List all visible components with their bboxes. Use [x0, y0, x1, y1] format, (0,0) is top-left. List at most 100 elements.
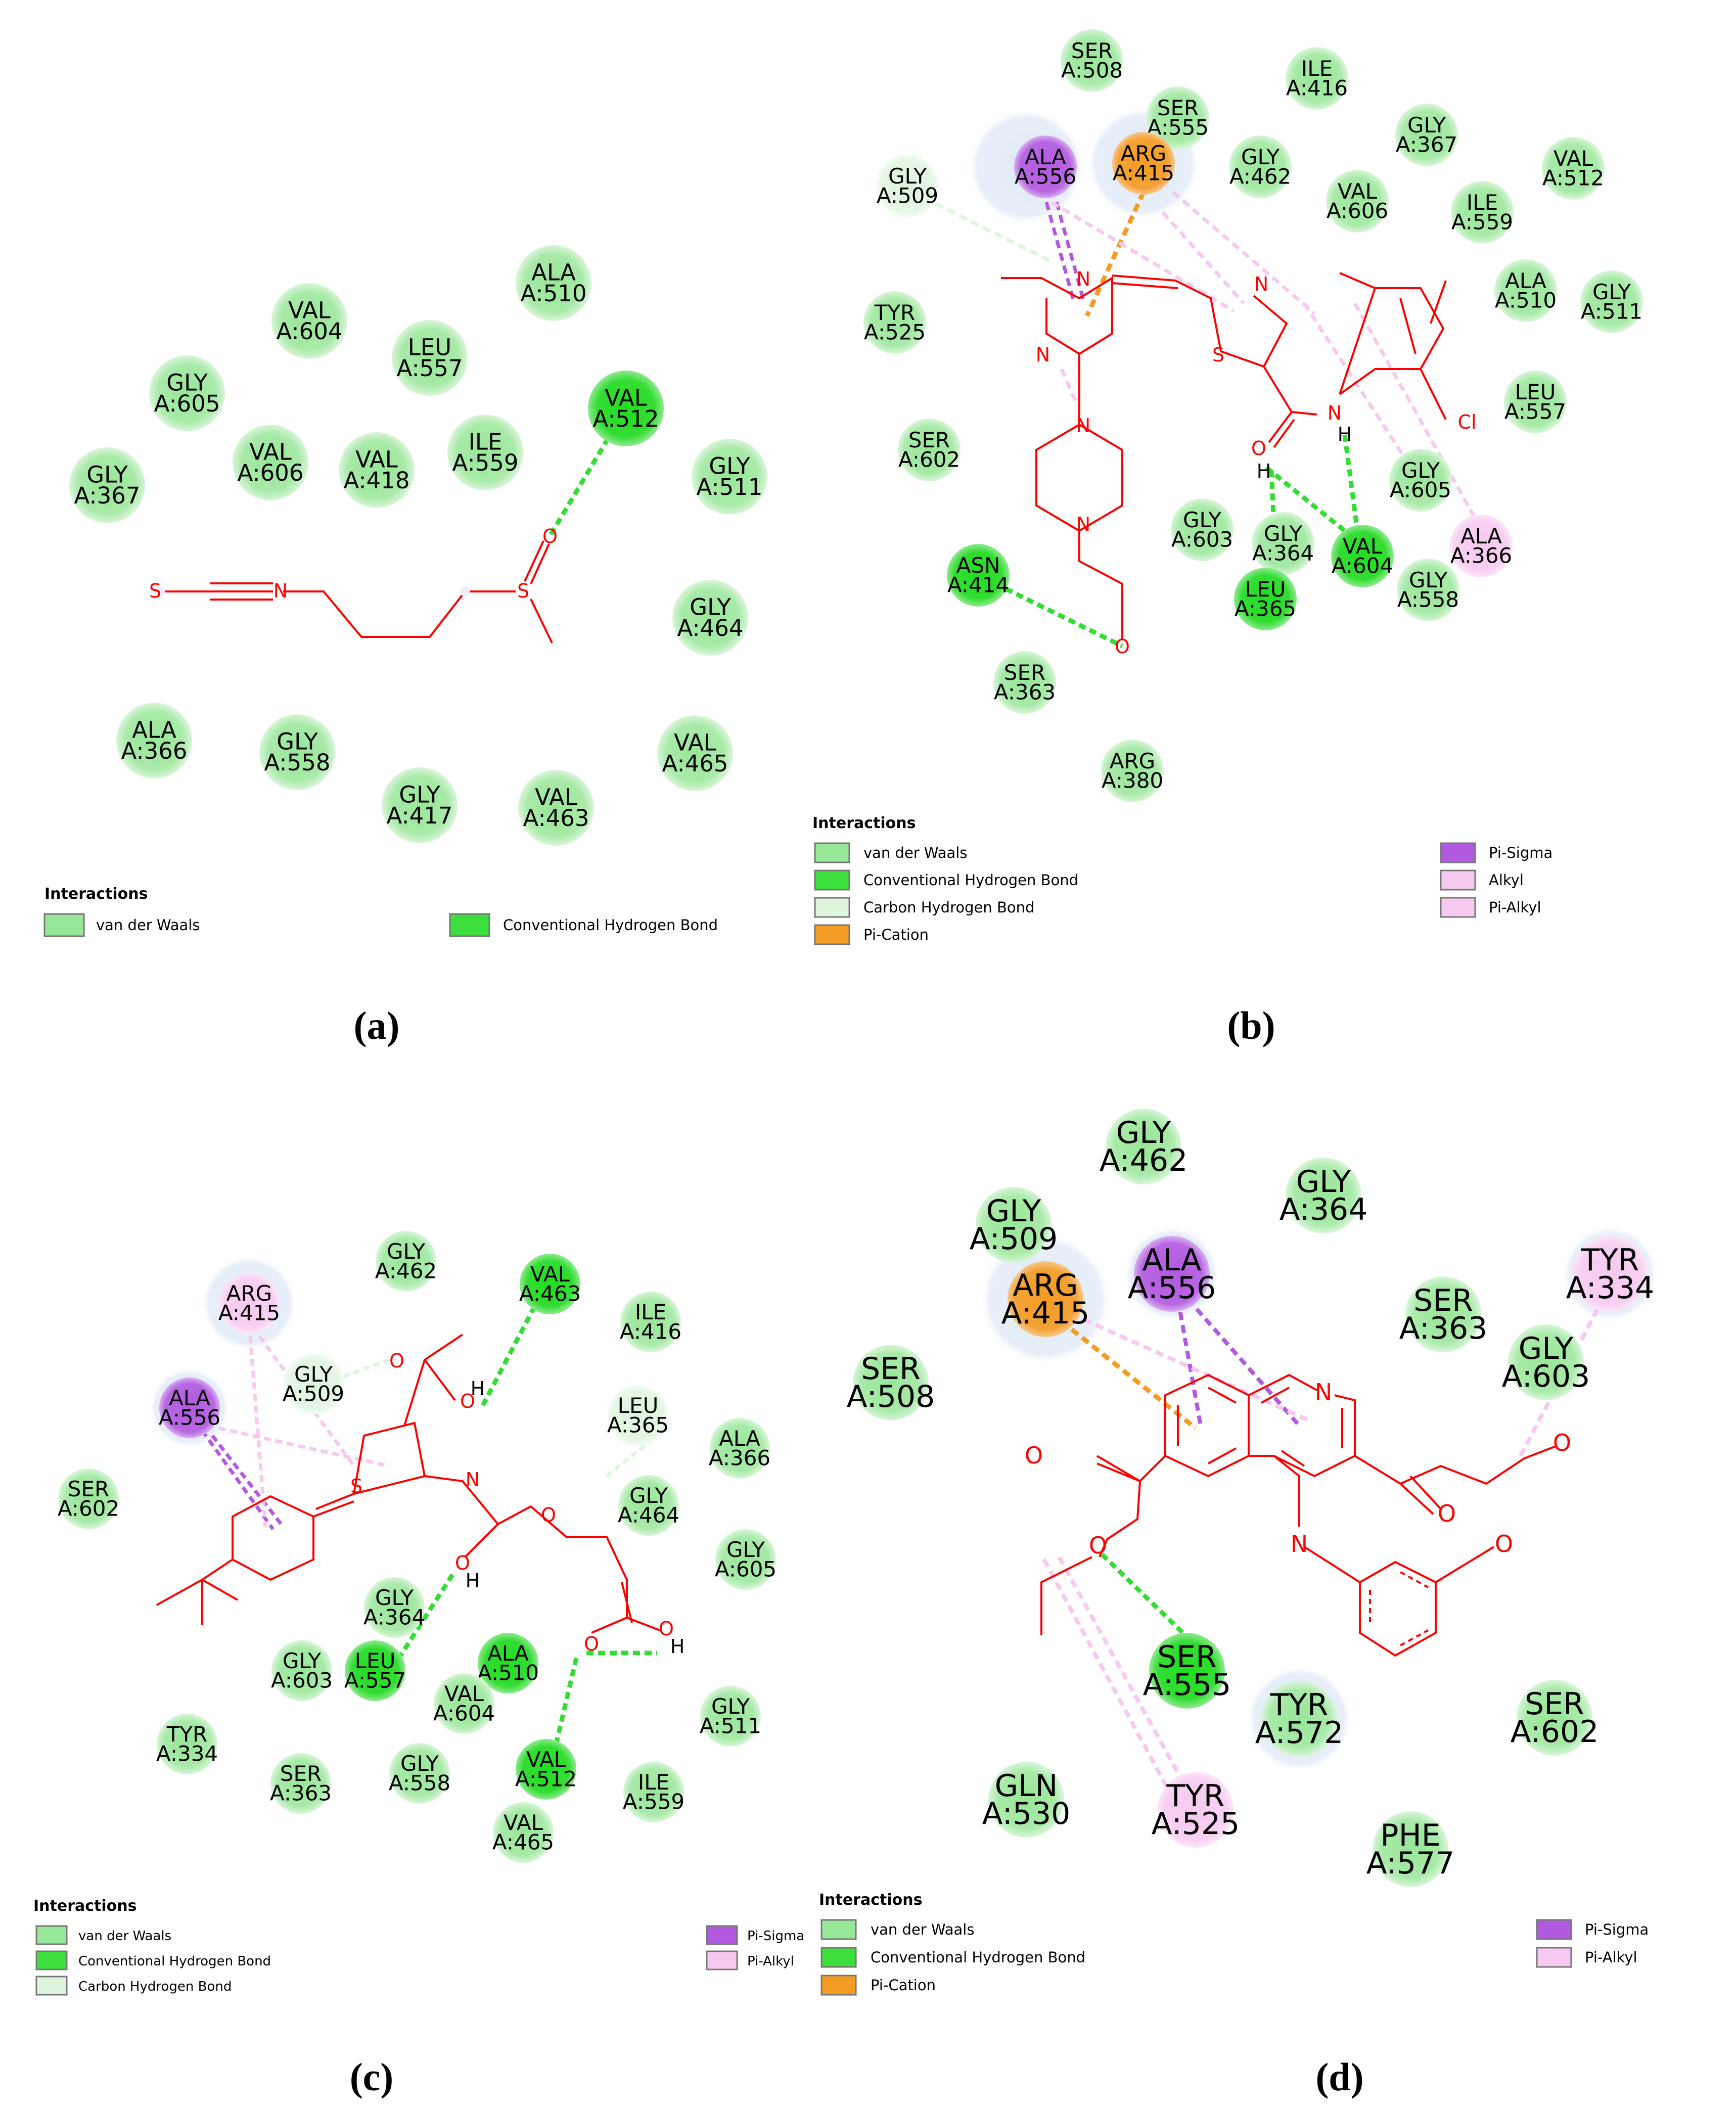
residue-name: ALA [1505, 268, 1546, 293]
residue-id: A:557 [344, 1668, 406, 1693]
residue-name: GLY [1407, 113, 1446, 137]
legend-swatch-pisigma [706, 1925, 738, 1945]
atom-label: N [273, 580, 288, 602]
residue-disc [1331, 525, 1394, 587]
legend-swatch-hbond [449, 913, 490, 937]
residue-name: TYR [1270, 1687, 1329, 1723]
atom-label: O [541, 1504, 556, 1526]
residue-name: VAL [1343, 534, 1383, 559]
residue-disc [1101, 740, 1164, 802]
residue-id: A:556 [1128, 1270, 1216, 1306]
panel-label: (a) [354, 1003, 400, 1047]
residue-id: A:512 [515, 1767, 577, 1792]
residue-name: GLY [400, 1751, 439, 1776]
legend-label: Pi-Cation [863, 926, 929, 943]
residue-disc [1112, 132, 1175, 195]
atom-label: O [1115, 635, 1130, 658]
legend-swatch-vdw [820, 1919, 857, 1940]
residue-id: A:464 [677, 615, 743, 641]
residue-disc [1542, 137, 1605, 200]
residue-id: A:606 [1327, 199, 1388, 223]
residue-disc [1061, 29, 1123, 92]
residue-disc [447, 415, 523, 490]
residue-id: A:572 [1255, 1715, 1344, 1751]
residue-name: ASN [956, 553, 1000, 578]
residue-name: ILE [1467, 190, 1498, 215]
residue-id: A:606 [237, 460, 303, 486]
residue-disc [988, 1762, 1064, 1838]
residue-disc [339, 432, 415, 508]
legend-label: van der Waals [863, 844, 967, 861]
legend-label: Pi-Sigma [1585, 1921, 1649, 1938]
residue-disc [1580, 270, 1643, 333]
residue-name: GLY [1241, 145, 1280, 169]
residue-disc [116, 703, 192, 778]
atom-label: O [659, 1618, 674, 1640]
residue-disc [516, 1739, 576, 1800]
residue-name: ALA [487, 1641, 529, 1666]
residue-disc [588, 371, 664, 446]
residue-name: VAL [444, 1681, 484, 1706]
legend-label: Conventional Hydrogen Bond [503, 916, 718, 934]
residue-name: ILE [638, 1770, 669, 1795]
residue-id: A:364 [1252, 541, 1314, 566]
residue-disc [672, 580, 748, 656]
residue-id: A:511 [696, 474, 762, 500]
residue-id: A:364 [363, 1605, 425, 1630]
residue-disc [1397, 559, 1459, 621]
residue-id: A:602 [898, 447, 960, 472]
legend-label: van der Waals [871, 1921, 974, 1938]
residue-id: A:557 [1504, 399, 1566, 424]
legend-label: Conventional Hydrogen Bond [863, 872, 1078, 889]
residue-disc [389, 1743, 450, 1804]
legend-swatch-chbond [35, 1976, 68, 1996]
legend-label: van der Waals [96, 916, 200, 934]
legend-swatch-chbond [814, 897, 850, 918]
atom-label: S [1212, 344, 1224, 366]
legend-label: Carbon Hydrogen Bond [78, 1979, 232, 1994]
residue-name: GLY [387, 1239, 425, 1264]
residue-name: SER [280, 1761, 322, 1786]
residue-disc [520, 1254, 580, 1314]
residue-name: ALA [531, 259, 576, 286]
residue-name: SER [1071, 38, 1113, 63]
residue-name: GLY [690, 594, 731, 621]
legend-swatch-vdw [43, 913, 85, 937]
atom-label: N [1076, 268, 1090, 290]
residue-disc [149, 355, 225, 431]
residue-name: SER [1004, 660, 1045, 685]
residue-disc [1234, 568, 1297, 630]
residue-disc [898, 419, 961, 481]
residue-id: A:334 [1566, 1270, 1655, 1306]
residue-id: A:464 [618, 1503, 679, 1528]
residue-id: A:418 [343, 467, 409, 494]
residue-disc [1008, 1261, 1083, 1337]
legend-swatch-vdw [814, 842, 850, 863]
atom-label: N [466, 1469, 480, 1491]
residue-name: ALA [1460, 524, 1502, 548]
residue-disc [364, 1577, 425, 1638]
residue-name: GLY [888, 164, 927, 189]
residue-name: ARG [1110, 749, 1155, 773]
residue-name: VAL [249, 439, 292, 466]
atom-label: O [584, 1633, 599, 1655]
residue-disc [233, 425, 308, 500]
